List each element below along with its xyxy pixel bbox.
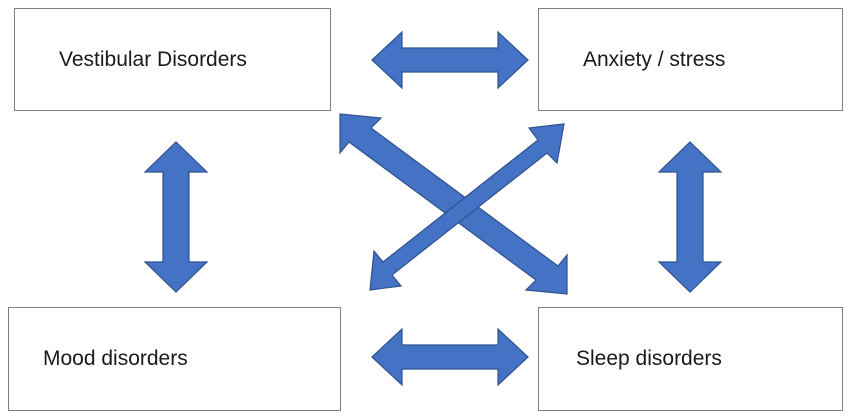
node-mood-disorders: Mood disorders bbox=[8, 307, 341, 411]
node-label: Mood disorders bbox=[43, 347, 188, 370]
node-sleep-disorders: Sleep disorders bbox=[538, 307, 843, 411]
arrow-vestibular-anxiety bbox=[371, 30, 529, 90]
node-label: Sleep disorders bbox=[576, 347, 722, 370]
arrow-vestibular-sleep bbox=[339, 113, 568, 295]
node-label: Anxiety / stress bbox=[583, 47, 726, 71]
arrow-vestibular-mood bbox=[143, 141, 209, 293]
node-label: Vestibular Disorders bbox=[59, 47, 247, 71]
arrow-anxiety-mood bbox=[369, 123, 565, 291]
node-anxiety-stress: Anxiety / stress bbox=[538, 8, 843, 111]
arrow-mood-sleep bbox=[371, 327, 529, 387]
node-vestibular-disorders: Vestibular Disorders bbox=[14, 8, 331, 111]
arrow-anxiety-sleep bbox=[657, 141, 723, 293]
